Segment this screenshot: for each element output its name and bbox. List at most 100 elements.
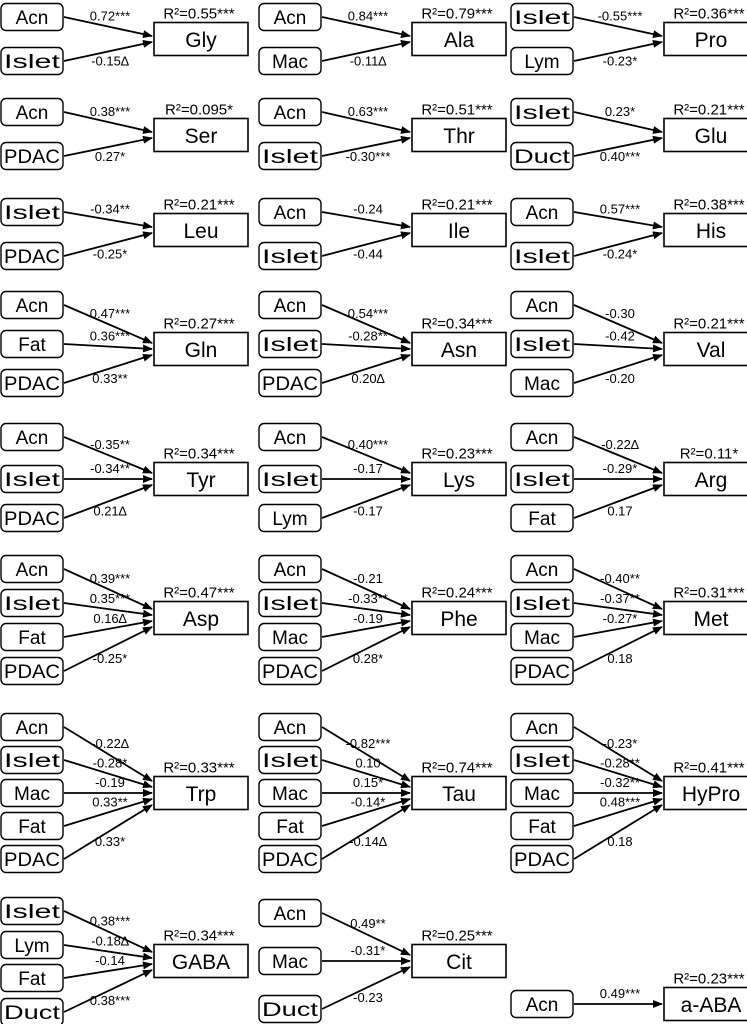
path-coefficient: -0.82*** — [346, 736, 391, 751]
source-label: Acn — [16, 103, 49, 124]
source-box — [0, 712, 64, 742]
r-squared-label: R²=0.25*** — [421, 928, 492, 945]
source-box — [510, 46, 574, 76]
r-squared-label: R²=0.21*** — [421, 197, 492, 214]
source-label: Islet — [514, 103, 571, 124]
path-arrow — [573, 211, 663, 230]
source-label: PDAC — [262, 850, 318, 871]
path-coefficient: 0.84*** — [348, 9, 388, 24]
source-label: Acn — [16, 8, 49, 29]
target-label: Val — [697, 339, 726, 362]
path-coefficient: -0.55*** — [598, 9, 643, 24]
source-label: PDAC — [4, 147, 60, 168]
target-label: HyPro — [682, 783, 740, 806]
path-coefficient: -0.23* — [603, 736, 638, 751]
r-squared-label: R²=0.095* — [165, 102, 233, 119]
path-arrow — [573, 231, 663, 257]
source-label: PDAC — [4, 374, 60, 395]
source-label: Acn — [274, 8, 307, 29]
path-coefficient: -0.19 — [353, 611, 383, 626]
target-label: Tyr — [186, 469, 215, 492]
source-label: Lym — [14, 936, 49, 957]
path-arrow — [573, 343, 663, 353]
path-coefficient: 0.18 — [607, 651, 632, 666]
path-arrow — [321, 804, 411, 860]
path-coefficient: 0.38*** — [90, 993, 130, 1008]
source-label: Islet — [4, 52, 61, 73]
r-squared-label: R²=0.34*** — [163, 446, 234, 463]
r-squared-label: R²=0.21*** — [673, 102, 744, 119]
source-label: Islet — [4, 203, 61, 224]
path-arrow — [63, 626, 153, 672]
path-coefficient: 0.21∆ — [93, 504, 126, 519]
path-coefficient: 0.35*** — [90, 591, 130, 606]
path-coefficient: -0.44 — [353, 247, 383, 262]
r-squared-label: R²=0.23*** — [673, 971, 744, 988]
path-coefficient: 0.20∆ — [351, 371, 384, 386]
source-label: Duct — [514, 147, 571, 168]
path-arrow — [573, 568, 663, 610]
path-coefficient: -0.40** — [600, 571, 640, 586]
target-label: Met — [693, 608, 728, 631]
source-box — [258, 141, 322, 171]
path-arrow — [63, 304, 153, 344]
path-coefficient: 0.38*** — [90, 914, 130, 929]
source-box — [0, 290, 64, 320]
path-coefficient: -0.28** — [600, 756, 640, 771]
source-box — [0, 329, 64, 359]
source-box — [258, 197, 322, 227]
source-label: PDAC — [514, 662, 570, 683]
source-box — [510, 554, 574, 584]
source-label: Acn — [274, 296, 307, 317]
source-box — [510, 241, 574, 271]
source-label: Islet — [262, 335, 319, 356]
path-arrow — [573, 16, 663, 39]
target-box — [153, 943, 249, 979]
source-box — [510, 989, 574, 1019]
path-arrow — [573, 304, 663, 344]
source-box — [0, 503, 64, 533]
source-box — [510, 329, 574, 359]
path-panel-hypro: Acn-0.23*Islet-0.28**Mac-0.32**Fat0.48**… — [510, 712, 747, 874]
source-box — [0, 622, 64, 652]
path-panel-met: Acn-0.40**Islet-0.37**Mac-0.27*PDAC0.18M… — [510, 554, 747, 686]
path-coefficient: 0.27* — [95, 149, 125, 164]
target-box — [411, 600, 507, 636]
r-squared-label: R²=0.41*** — [673, 760, 744, 777]
path-arrow — [321, 39, 411, 62]
r-squared-label: R²=0.27*** — [163, 316, 234, 333]
path-arrow — [63, 618, 153, 638]
path-coefficient: 0.28* — [353, 651, 383, 666]
source-box — [510, 778, 574, 808]
source-box — [0, 241, 64, 271]
path-coefficient: 0.49*** — [600, 986, 640, 1001]
r-squared-label: R²=0.33*** — [163, 760, 234, 777]
path-arrow — [321, 343, 411, 353]
path-coefficient: -0.30 — [605, 306, 635, 321]
path-coefficient: -0.30*** — [346, 149, 391, 164]
path-coefficient: 0.33** — [92, 371, 127, 386]
source-box — [258, 290, 322, 320]
target-box — [411, 461, 507, 497]
target-box — [411, 117, 507, 153]
target-label: Ala — [444, 29, 475, 52]
r-squared-label: R²=0.23*** — [421, 446, 492, 463]
source-label: Islet — [514, 8, 571, 29]
source-label: Acn — [274, 203, 307, 224]
source-label: Islet — [4, 594, 61, 615]
path-coefficient: 0.63*** — [348, 104, 388, 119]
target-label: Cit — [446, 951, 472, 974]
path-arrow — [63, 343, 153, 353]
path-arrow — [63, 961, 153, 979]
target-label: Phe — [440, 608, 477, 631]
path-coefficient: -0.18∆ — [91, 934, 129, 949]
